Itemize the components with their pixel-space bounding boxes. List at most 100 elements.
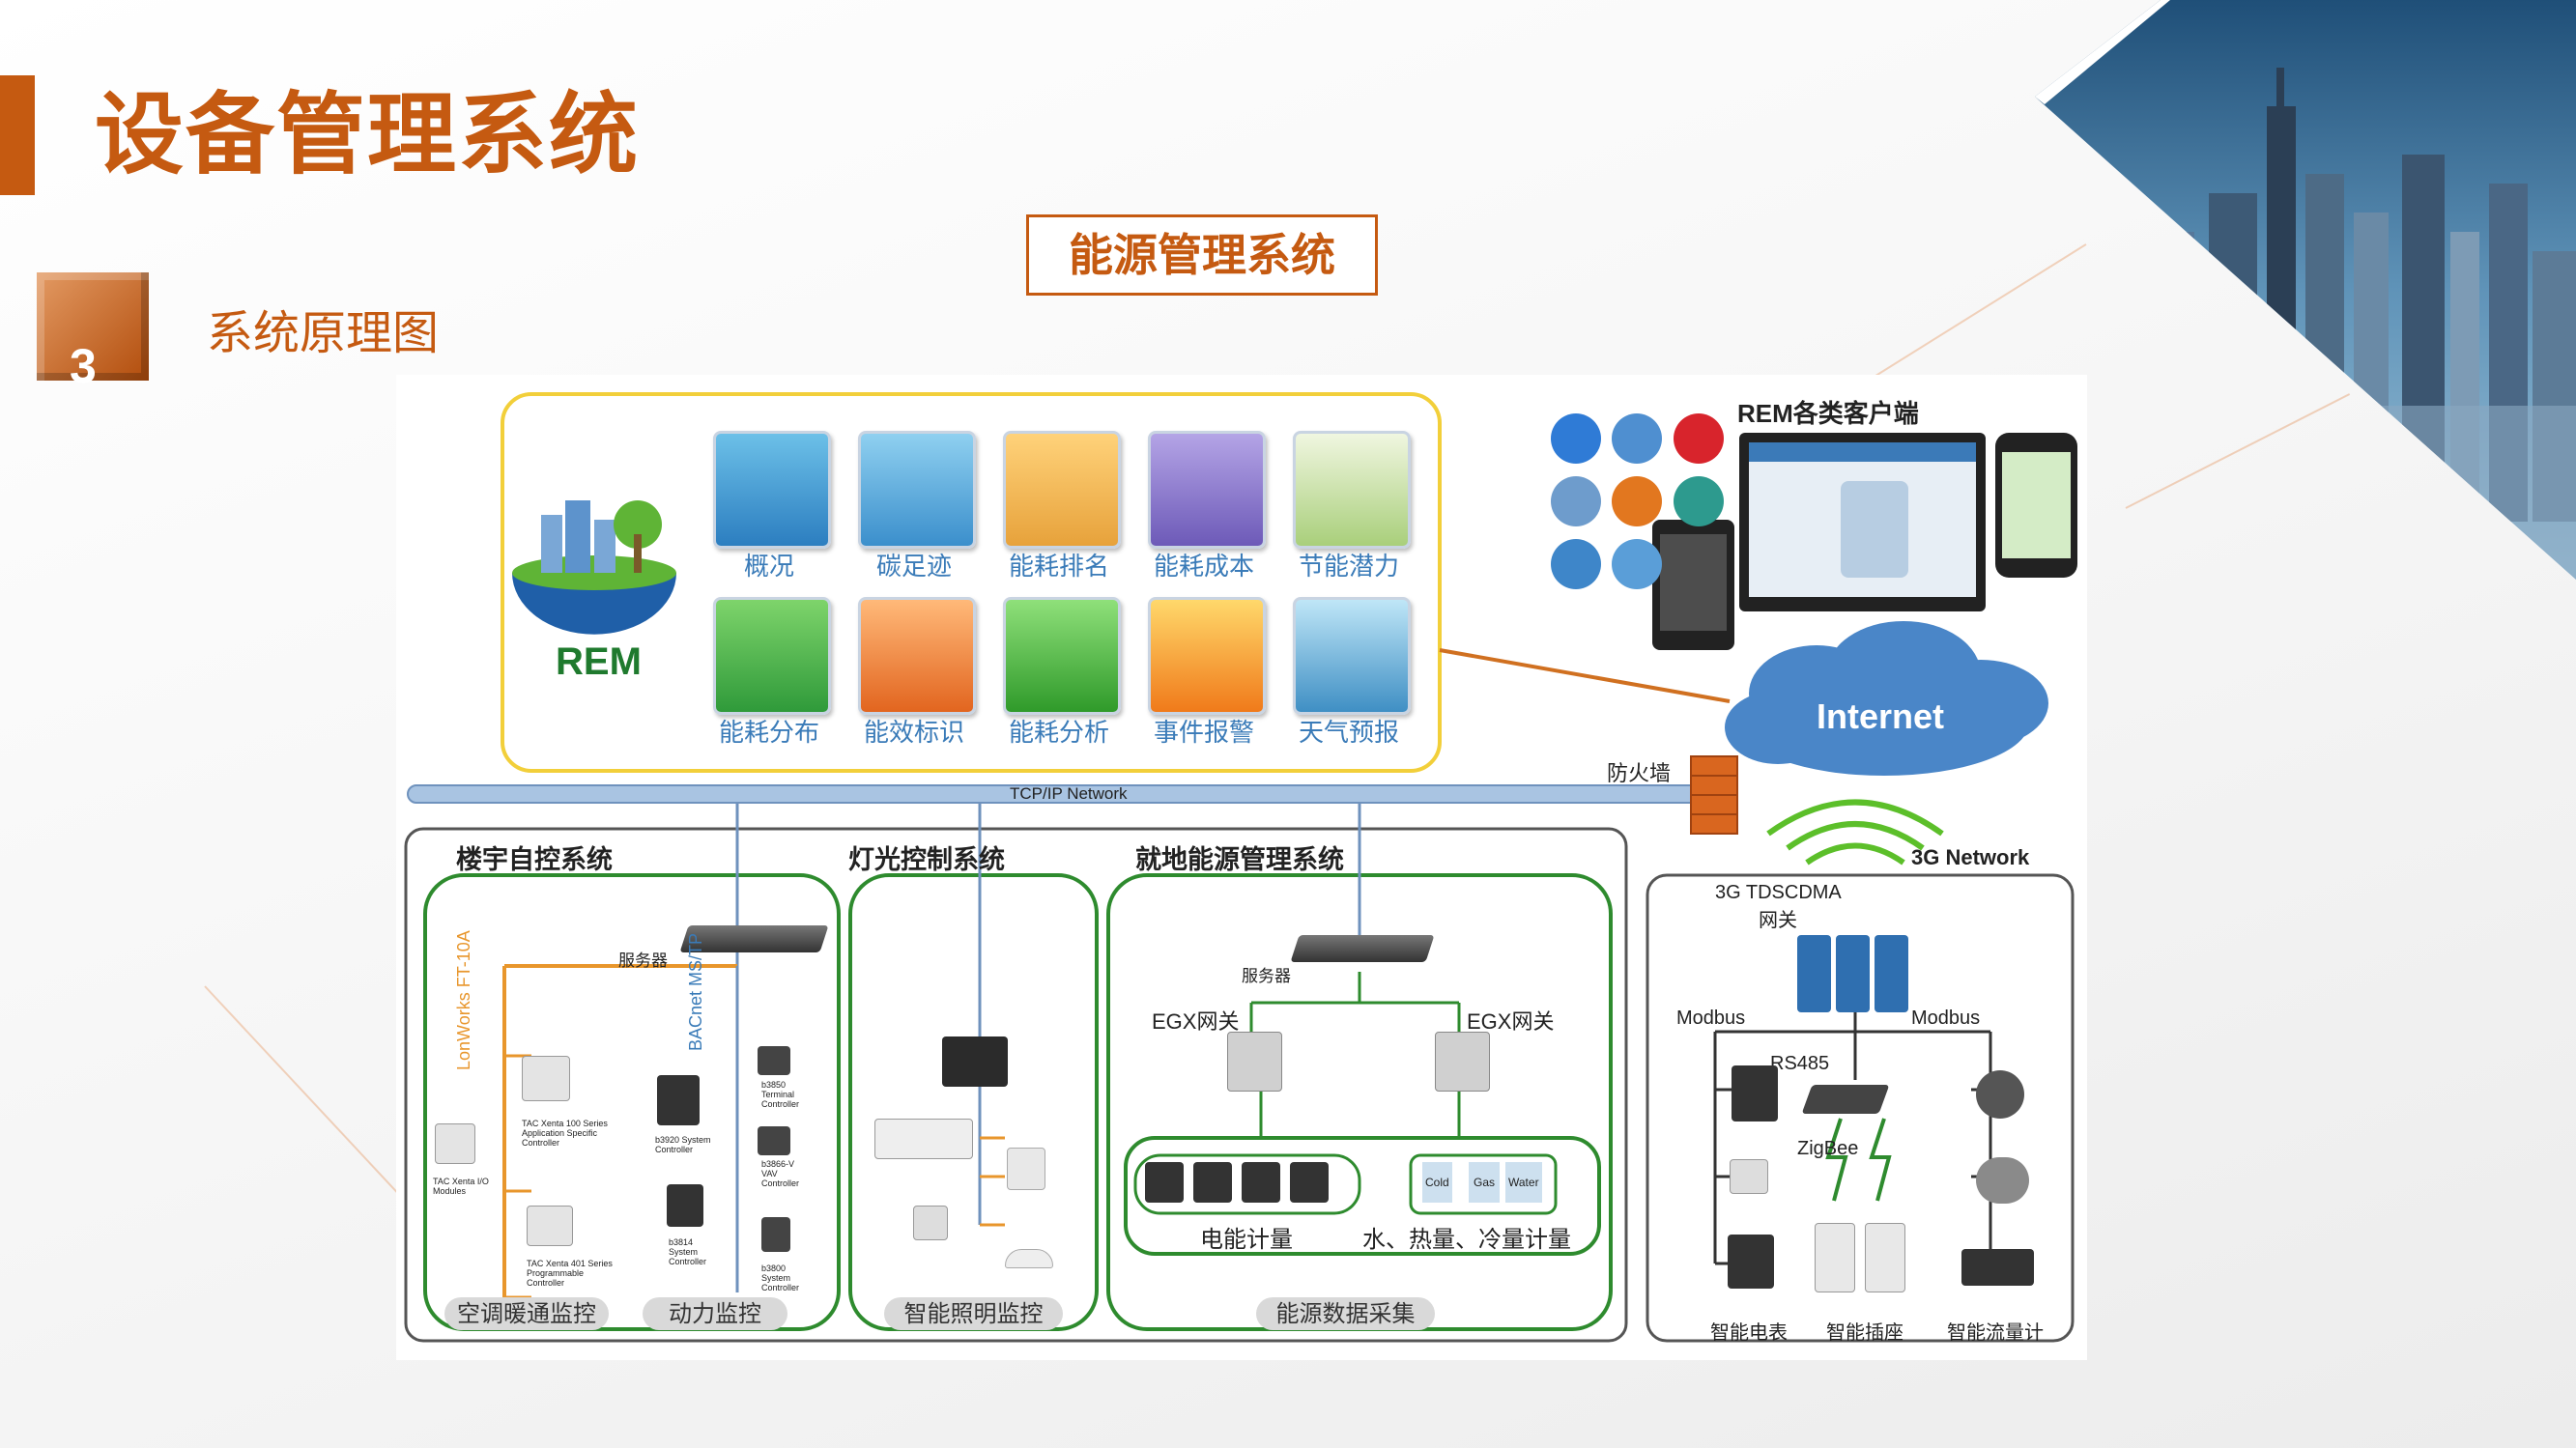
rs485-label: RS485 (1770, 1053, 1830, 1074)
smart-flowmeter-label: 智能流量计 (1947, 1322, 2044, 1344)
device-label: b3850 Terminal Controller (761, 1080, 800, 1109)
page-title: 设备管理系统 (95, 86, 641, 185)
device-label: TAC Xenta I/O Modules (433, 1177, 489, 1196)
tcpip-label: TCP/IP Network (1010, 784, 1128, 803)
egx-gateway-device (1227, 1032, 1282, 1092)
lighting-monitor-label: 智能照明监控 (884, 1297, 1063, 1330)
gateway-label: 网关 (1759, 908, 1797, 931)
water-tag: Cold (1422, 1162, 1452, 1203)
3g-gateway-device (1797, 935, 1831, 1012)
water-tag: Water (1505, 1162, 1542, 1203)
alarm-icon (1148, 597, 1266, 715)
water-meter-label: 水、热量、冷量计量 (1362, 1226, 1571, 1253)
module-label: 能耗分析 (1008, 719, 1109, 748)
power-meter-device (1145, 1162, 1184, 1203)
smart-socket-label: 智能插座 (1826, 1322, 1903, 1344)
diagram-title: 能源管理系统 (1026, 214, 1378, 296)
internet-label: Internet (1817, 696, 1945, 736)
lighting-controller-device (942, 1036, 1008, 1087)
smart-meter-label: 智能电表 (1710, 1322, 1788, 1344)
power-monitor-label: 动力监控 (643, 1297, 787, 1330)
switch-device (913, 1206, 948, 1240)
bacnet-label: BACnet MS/TP (686, 932, 705, 1051)
system-diagram: REM各类客户端 REM 概况 碳足迹 能耗排名 能耗成本 节能潜力 能耗分布 … (396, 375, 2087, 1360)
analysis-icon (1003, 597, 1121, 715)
egx-gateway-device (1435, 1032, 1490, 1092)
device-label: TAC Xenta 401 Series Programmable Contro… (527, 1259, 613, 1288)
flow-meter-device (1976, 1157, 2029, 1204)
device-label: b3866-V VAV Controller (761, 1159, 800, 1188)
firewall-label: 防火墙 (1607, 762, 1672, 786)
title-accent-bar (0, 75, 35, 195)
lighting-title: 灯光控制系统 (848, 845, 1005, 875)
energy-data-collection-label: 能源数据采集 (1256, 1297, 1435, 1330)
wall-panel-device (1007, 1148, 1045, 1190)
module-label: 天气预报 (1298, 719, 1399, 748)
controller-device (527, 1206, 573, 1246)
module-label: 能效标识 (863, 719, 964, 748)
meter-module-device (1730, 1159, 1768, 1194)
sensor-device (1005, 1249, 1053, 1268)
device-label: TAC Xenta 100 Series Application Specifi… (522, 1119, 608, 1148)
module-label: 碳足迹 (875, 553, 952, 582)
power-meter-device (1242, 1162, 1280, 1203)
module-label: 节能潜力 (1298, 553, 1399, 582)
browser-icon (1674, 476, 1724, 526)
3g-network-label: 3G Network (1911, 845, 2030, 869)
egx-gateway-label: EGX网关 (1467, 1009, 1555, 1034)
device-label: b3800 System Controller (761, 1263, 800, 1292)
cost-icon (1148, 431, 1266, 549)
server-device (1290, 935, 1435, 962)
clients-label: REM各类客户端 (1737, 399, 1919, 428)
globe-icon (1612, 413, 1662, 464)
overview-icon (713, 431, 831, 549)
lonworks-label: LonWorks FT-10A (454, 930, 473, 1070)
rem-logo-text: REM (556, 640, 642, 683)
3g-gateway-device (1875, 935, 1908, 1012)
controller-device (758, 1046, 790, 1075)
module-label: 概况 (743, 553, 794, 582)
3g-gateway-device (1836, 935, 1870, 1012)
server-label: 服务器 (618, 951, 668, 971)
smart-socket-device (1815, 1223, 1855, 1292)
smart-meter-device (1732, 1065, 1778, 1121)
local-energy-title: 就地能源管理系统 (1135, 845, 1344, 875)
zigbee-coordinator-device (1801, 1085, 1890, 1114)
egx-gateway-label: EGX网关 (1152, 1009, 1240, 1034)
ie-icon (1551, 413, 1601, 464)
smart-socket-device (1865, 1223, 1905, 1292)
controller-device (522, 1056, 570, 1101)
weather-icon (1293, 597, 1411, 715)
device-label: b3920 System Controller (655, 1135, 711, 1154)
controller-device (657, 1075, 700, 1125)
browser-icon (1551, 539, 1601, 589)
flow-meter-device (1976, 1070, 2024, 1119)
smart-meter-device (1728, 1235, 1774, 1289)
opera-icon (1674, 413, 1724, 464)
io-module-device (435, 1123, 475, 1164)
city-skyline-image (2035, 0, 2576, 580)
ranking-icon (1003, 431, 1121, 549)
efficiency-label-icon (858, 597, 976, 715)
firefox-icon (1612, 476, 1662, 526)
energy-meter-label: 电能计量 (1200, 1226, 1293, 1253)
modbus-label: Modbus (1911, 1008, 1981, 1029)
zigbee-label: ZigBee (1797, 1138, 1859, 1159)
module-label: 事件报警 (1153, 719, 1254, 748)
controller-device (761, 1217, 790, 1252)
distribution-icon (713, 597, 831, 715)
gateway-label: 3G TDSCDMA (1715, 882, 1842, 903)
server-label: 服务器 (1242, 967, 1291, 986)
hvac-monitor-label: 空调暖通监控 (444, 1297, 609, 1330)
module-label: 能耗分布 (718, 719, 819, 748)
section-number-badge: 3 (37, 272, 149, 393)
power-meter-device (1193, 1162, 1232, 1203)
device-label: b3814 System Controller (669, 1237, 707, 1266)
section-number: 3 (70, 339, 97, 393)
power-meter-device (1290, 1162, 1329, 1203)
module-label: 能耗成本 (1153, 553, 1254, 582)
safari-icon (1551, 476, 1601, 526)
switch-panel-device (874, 1119, 973, 1159)
module-label: 能耗排名 (1008, 553, 1109, 582)
flow-display-device (1961, 1249, 2034, 1286)
